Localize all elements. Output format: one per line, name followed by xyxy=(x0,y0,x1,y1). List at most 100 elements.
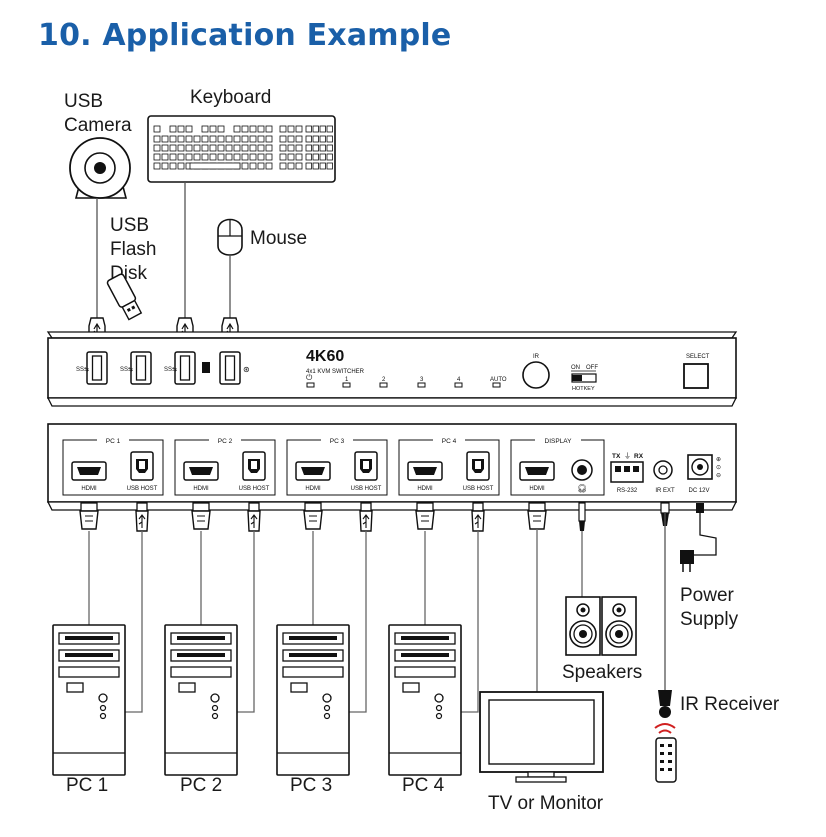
mouse-label: Mouse xyxy=(250,228,308,249)
usb-cable-plug xyxy=(359,502,373,532)
power-supply-icon xyxy=(680,512,717,572)
keyboard-icon xyxy=(147,115,336,183)
display-title: DISPLAY xyxy=(545,438,573,445)
channel-label-4: 4 xyxy=(457,377,461,383)
ground-icon: ⏚ xyxy=(624,452,631,460)
model-name: 4K60 xyxy=(306,348,344,365)
usb-host-label: USB HOST xyxy=(463,486,494,492)
channel-indicators: ⏻ 1 2 3 4 AUTO xyxy=(306,373,507,388)
remote-control-icon xyxy=(655,737,677,783)
tv-monitor-label: TV or Monitor xyxy=(488,793,604,814)
usb-cable-plug xyxy=(135,502,149,532)
rs232-rx-label: RX xyxy=(634,453,644,460)
display-hdmi-label: HDMI xyxy=(529,486,545,492)
usb-host-label: USB HOST xyxy=(351,486,382,492)
pc-label-2: PC 2 xyxy=(180,775,223,796)
rear-group-pc-4: PC 4 HDMI USB HOST xyxy=(398,436,500,496)
rear-cables xyxy=(79,502,704,713)
rear-group-title: PC 1 xyxy=(106,438,121,445)
keyboard-label: Keyboard xyxy=(190,87,272,108)
power-supply-label: Power Supply xyxy=(680,585,739,630)
rear-group-title: PC 2 xyxy=(218,438,233,445)
usb-cable-plug xyxy=(471,502,485,532)
ir-signal-icon xyxy=(654,723,676,734)
dc-label: DC 12V xyxy=(688,488,709,494)
usb-host-port xyxy=(242,451,266,481)
front-panel xyxy=(46,331,738,407)
hotkey-switch[interactable]: ON OFF HOTKEY xyxy=(571,365,598,392)
usb-camera-label: USB Camera xyxy=(64,91,132,136)
rs232-port: TX ⏚ RX RS-232 xyxy=(610,452,644,494)
hdmi-cable-plug xyxy=(79,502,99,530)
usb-camera-icon xyxy=(69,137,131,199)
rear-group-pc-3: PC 3 HDMI USB HOST xyxy=(286,436,388,496)
mouse-icon xyxy=(217,218,243,256)
ir-ext-port: IR EXT xyxy=(653,460,675,494)
display-group: DISPLAY HDMI 🎧︎ xyxy=(510,436,605,496)
pc-tower-3 xyxy=(276,624,350,776)
page-heading: 10. Application Example xyxy=(38,18,452,53)
hdmi-input-port xyxy=(71,461,107,481)
front-usb-ports: SS⇆ SS⇆ SS⇆ ⊛ xyxy=(76,351,250,385)
svg-text:⊖: ⊖ xyxy=(716,473,721,479)
channel-label-auto: AUTO xyxy=(490,377,507,383)
rs232-label: RS-232 xyxy=(617,488,638,494)
svg-text:⊙: ⊙ xyxy=(716,465,721,471)
usb-host-label: USB HOST xyxy=(239,486,270,492)
pc-towers xyxy=(52,624,462,776)
hdmi-cable-plug xyxy=(415,502,435,530)
channel-label-1: 1 xyxy=(345,377,349,383)
svg-text:⊛: ⊛ xyxy=(243,365,250,374)
speakers-icon xyxy=(565,596,637,656)
usb-host-label: USB HOST xyxy=(127,486,158,492)
select-label: SELECT xyxy=(686,354,710,360)
svg-text:SS⇆: SS⇆ xyxy=(120,366,133,373)
ir-window xyxy=(522,361,550,389)
usb-flash-disk-icon xyxy=(106,273,143,321)
usb-host-port xyxy=(466,451,490,481)
usb-host-port xyxy=(130,451,154,481)
tv-monitor-icon xyxy=(479,691,604,783)
pc-label-3: PC 3 xyxy=(290,775,333,796)
pc-tower-4 xyxy=(388,624,462,776)
hdmi-input-port xyxy=(183,461,219,481)
pc-label-4: PC 4 xyxy=(402,775,445,796)
ir-receiver-label: IR Receiver xyxy=(680,694,780,715)
hotkey-label: HOTKEY xyxy=(572,386,595,392)
svg-text:⊕: ⊕ xyxy=(716,457,721,463)
rear-group-pc-2: PC 2 HDMI USB HOST xyxy=(174,436,276,496)
hotkey-on-label: ON xyxy=(571,365,580,371)
hdmi-input-port xyxy=(295,461,331,481)
rear-pc-groups: PC 1 HDMI USB HOST PC 2 HDMI USB HOST PC 3 HDMI… xyxy=(62,436,500,496)
svg-text:SS⇆: SS⇆ xyxy=(76,366,89,373)
select-button[interactable] xyxy=(683,363,709,389)
hdmi-label: HDMI xyxy=(305,486,321,492)
pc-tower-2 xyxy=(164,624,238,776)
ir-ext-label: IR EXT xyxy=(655,488,675,494)
channel-label-3: 3 xyxy=(420,377,424,383)
hdmi-label: HDMI xyxy=(81,486,97,492)
rear-group-title: PC 4 xyxy=(442,438,457,445)
rear-group-pc-1: PC 1 HDMI USB HOST xyxy=(62,436,164,496)
channel-label-2: 2 xyxy=(382,377,386,383)
usb-cable-plug xyxy=(247,502,261,532)
hdmi-label: HDMI xyxy=(417,486,433,492)
ir-label: IR xyxy=(533,354,540,360)
hotkey-off-label: OFF xyxy=(586,365,598,371)
usb-host-port xyxy=(354,451,378,481)
rear-group-title: PC 3 xyxy=(330,438,345,445)
power-icon: ⏻ xyxy=(306,373,313,382)
hdmi-input-port xyxy=(407,461,443,481)
ir-receiver-icon xyxy=(658,512,672,718)
rs232-tx-label: TX xyxy=(612,453,621,460)
hdmi-cable-plug xyxy=(191,502,211,530)
svg-text:SS⇆: SS⇆ xyxy=(164,366,177,373)
hdmi-cable-plug xyxy=(303,502,323,530)
hdmi-label: HDMI xyxy=(193,486,209,492)
pc-tower-1 xyxy=(52,624,126,776)
speakers-label: Speakers xyxy=(562,662,643,683)
model-subtitle: 4x1 KVM SWITCHER xyxy=(306,369,365,375)
pc-label-1: PC 1 xyxy=(66,775,109,796)
